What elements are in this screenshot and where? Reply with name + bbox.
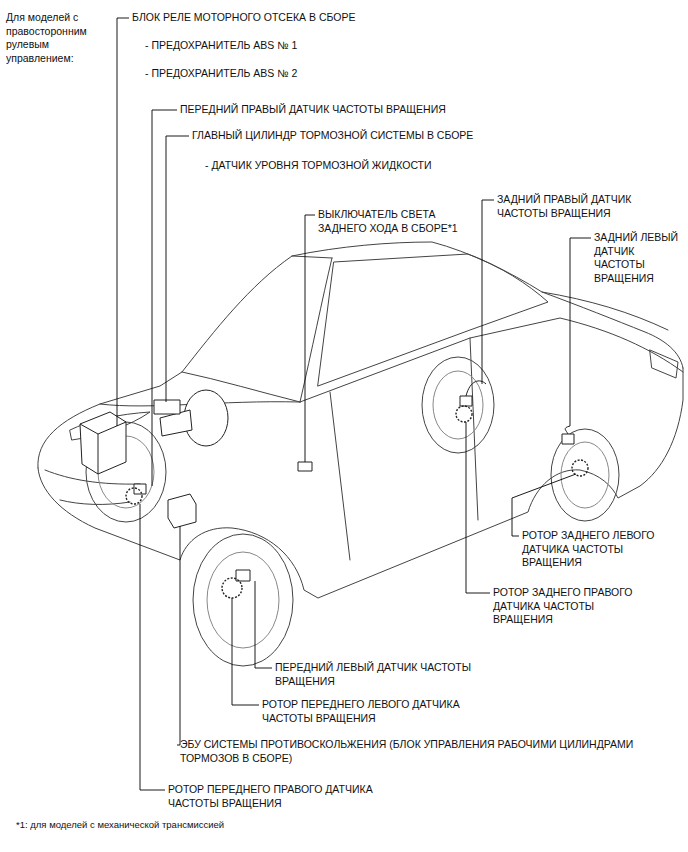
belt-line: [300, 318, 683, 402]
wheel: [193, 534, 293, 666]
sensor-wire: [565, 426, 570, 434]
part-label: ЗАДНИЙ ЛЕВЫЙ ДАТЧИК ЧАСТОТЫ ВРАЩЕНИЯ: [594, 231, 682, 285]
leader-line: [482, 200, 494, 384]
sensor-rotor: [572, 460, 588, 476]
brake-disc: [207, 552, 279, 648]
part-label: - ПРЕДОХРАНИТЕЛЬ ABS № 1: [145, 39, 405, 53]
leader-line: [177, 526, 180, 745]
part-label: - ДАТЧИК УРОВНЯ ТОРМОЗНОЙ ЖИДКОСТИ: [205, 159, 505, 173]
car-body-outline: [38, 368, 683, 598]
sensor-rotor: [456, 406, 472, 422]
part-label: - ПРЕДОХРАНИТЕЛЬ ABS № 2: [145, 67, 405, 81]
leader-line: [305, 215, 315, 462]
roof-front: [292, 256, 332, 258]
car-body-outline: [38, 242, 683, 468]
speed-sensor: [460, 396, 472, 406]
part-label: ВЫКЛЮЧАТЕЛЬ СВЕТА ЗАДНЕГО ХОДА В СБОРЕ*1: [318, 208, 468, 235]
leader-line: [255, 581, 272, 668]
part-label: РОТОР ЗАДНЕГО ПРАВОГО ДАТЧИКА ЧАСТОТЫ ВР…: [493, 586, 643, 627]
part-label: РОТОР ПЕРЕДНЕГО ЛЕВОГО ДАТЧИКА ЧАСТОТЫ В…: [262, 698, 467, 725]
sensor-rotor: [126, 488, 142, 504]
wheel: [422, 357, 494, 453]
relay-block: [80, 412, 126, 474]
leader-line: [512, 474, 576, 536]
part-label: РОТОР ПЕРЕДНЕГО ПРАВОГО ДАТЧИКА ЧАСТОТЫ …: [168, 783, 403, 810]
speed-sensor: [134, 484, 146, 494]
tail-lamp: [650, 350, 678, 378]
backup-switch: [298, 462, 312, 471]
leader-line: [570, 238, 591, 426]
part-label: ЭБУ СИСТЕМЫ ПРОТИВОСКОЛЬЖЕНИЯ (БЛОК УПРА…: [180, 738, 660, 765]
leader-line: [140, 504, 165, 790]
part-label: ПЕРЕДНИЙ ЛЕВЫЙ ДАТЧИК ЧАСТОТЫ ВРАЩЕНИЯ: [275, 661, 475, 688]
heading-note: Для моделей с правосторонним рулевым упр…: [6, 11, 102, 65]
leader-line: [152, 110, 177, 486]
sensor-rotor: [222, 578, 242, 598]
brake-disc: [561, 442, 609, 508]
side-window: [318, 254, 548, 386]
part-label: ГЛАВНЫЙ ЦИЛИНДР ТОРМОЗНОЙ СИСТЕМЫ В СБОР…: [192, 129, 522, 143]
wheel: [551, 429, 619, 521]
fluid-reservoir: [154, 400, 180, 414]
footnote: *1: для моделей с механической трансмисс…: [16, 818, 416, 832]
part-label: БЛОК РЕЛЕ МОТОРНОГО ОТСЕКА В СБОРЕ: [132, 11, 432, 25]
leader-line: [166, 136, 189, 402]
speed-sensor: [562, 434, 574, 444]
part-label: ПЕРЕДНИЙ ПРАВЫЙ ДАТЧИК ЧАСТОТЫ ВРАЩЕНИЯ: [180, 103, 500, 117]
sensor-wire: [466, 381, 486, 396]
leader-line: [117, 18, 129, 426]
rear-deck: [542, 292, 668, 330]
part-label: РОТОР ЗАДНЕГО ЛЕВОГО ДАТЧИКА ЧАСТОТЫ ВРА…: [522, 529, 682, 570]
leader-line: [232, 598, 259, 705]
part-label: ЗАДНИЙ ПРАВЫЙ ДАТЧИК ЧАСТОТЫ ВРАЩЕНИЯ: [497, 193, 647, 220]
leader-line: [466, 422, 490, 593]
abs-actuator: [168, 494, 196, 528]
relay-block: [80, 422, 126, 474]
